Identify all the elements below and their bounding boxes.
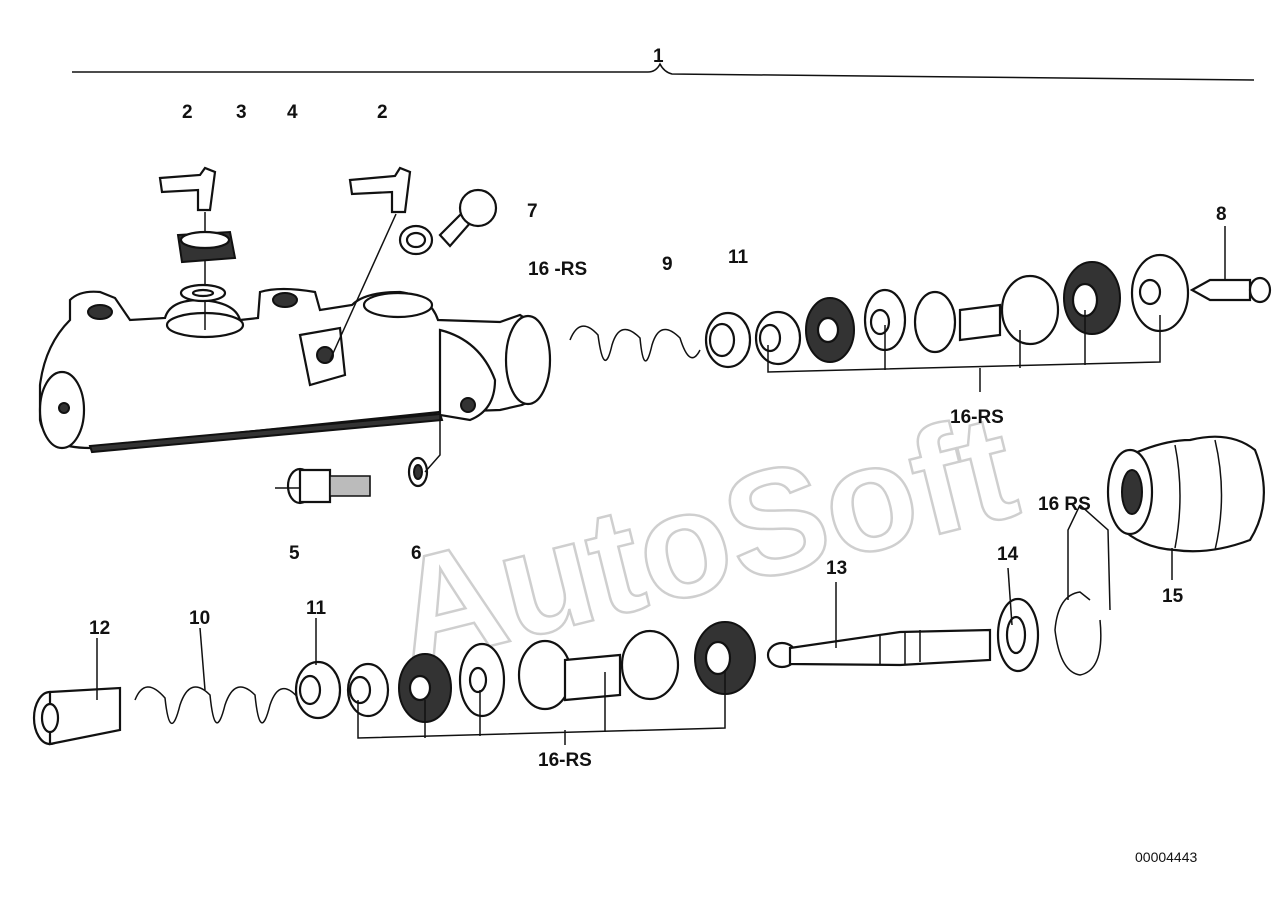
callout-2-left: 2 xyxy=(182,102,193,123)
part-15-boot xyxy=(1106,435,1265,580)
callout-13: 13 xyxy=(826,558,847,579)
callout-2-right: 2 xyxy=(377,102,388,123)
callout-15: 15 xyxy=(1162,586,1184,607)
part-16-circlip xyxy=(1054,504,1111,676)
part-6-washer xyxy=(407,410,441,488)
part-10-spring xyxy=(134,627,301,725)
part-2-connector-right xyxy=(329,166,412,361)
callout-10: 10 xyxy=(189,608,210,629)
callout-14: 14 xyxy=(997,544,1019,565)
callout-4: 4 xyxy=(287,102,298,123)
callout-16-upper-kit: 16-RS xyxy=(950,407,1004,428)
drawing-number: 00004443 xyxy=(1135,849,1198,865)
part-11-cup xyxy=(704,311,752,369)
callout-7: 7 xyxy=(527,201,538,222)
callout-16-top: 16 -RS xyxy=(528,259,587,280)
callout-12: 12 xyxy=(89,618,110,639)
callout-16-circlip: 16 RS xyxy=(1038,494,1091,515)
part-7-bleeder xyxy=(438,188,498,248)
callout-9: 9 xyxy=(662,254,673,275)
callout-3: 3 xyxy=(236,102,247,123)
part-16-seal-ring xyxy=(398,224,434,256)
part-13-pushrod xyxy=(766,582,992,669)
lower-seal-kit xyxy=(346,621,756,745)
part-11-lower-cup xyxy=(294,618,342,720)
part-8-pushrod-end xyxy=(1189,226,1272,304)
callout-5: 5 xyxy=(289,543,300,564)
upper-seal-kit xyxy=(754,253,1190,392)
callout-16-lower-kit: 16-RS xyxy=(538,750,592,771)
part-3-nut xyxy=(176,230,237,264)
assembly-bracket xyxy=(72,62,1255,81)
callout-8: 8 xyxy=(1216,204,1227,225)
part-14-clip xyxy=(996,567,1040,673)
master-cylinder-housing xyxy=(38,287,552,454)
callout-11-top: 11 xyxy=(728,247,749,268)
part-9-spring xyxy=(569,325,701,362)
part-5-bolt xyxy=(275,467,371,505)
part-12-sleeve xyxy=(32,638,122,746)
part-4-washer xyxy=(179,283,227,303)
callout-11-bottom: 11 xyxy=(306,598,327,619)
callout-6: 6 xyxy=(411,543,422,564)
callout-1: 1 xyxy=(653,46,664,67)
